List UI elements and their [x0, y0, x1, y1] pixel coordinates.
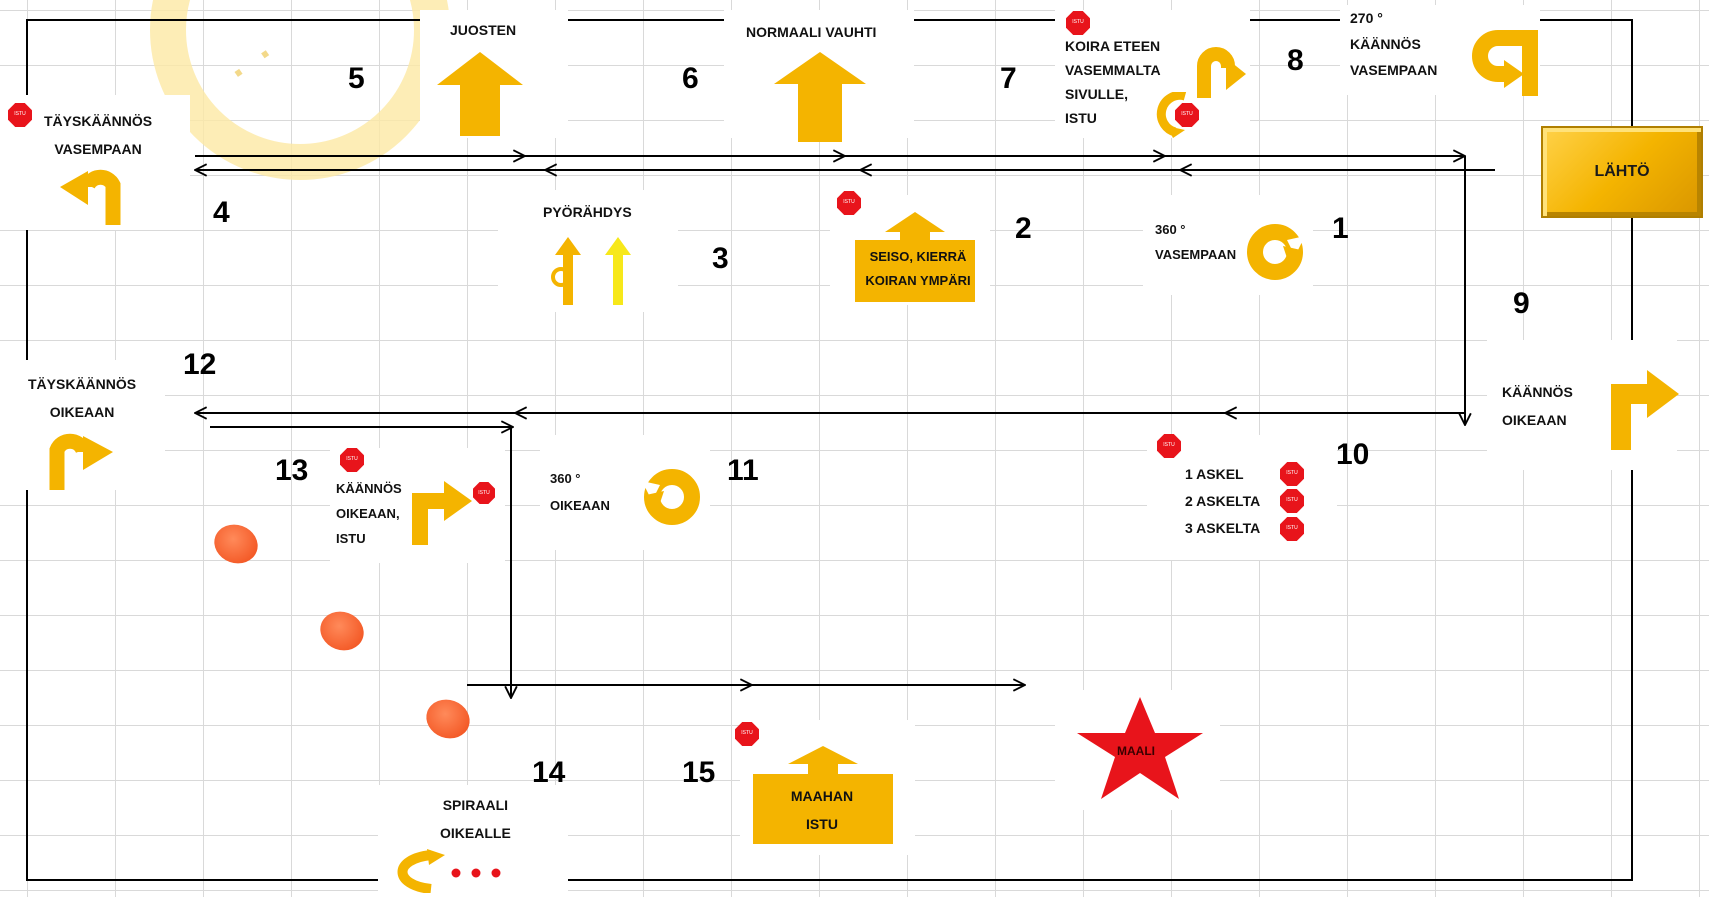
- sign-spin-label: PYÖRÄHDYS: [543, 204, 632, 220]
- sign-normal-pace: NORMAALI VAUHTI: [724, 10, 914, 142]
- station-number: 11: [727, 454, 759, 487]
- spin-arrows-icon: [551, 237, 631, 305]
- stop-sign-icon: ISTU: [1066, 11, 1090, 35]
- sign-360-left-label: 360 ° VASEMPAAN: [1155, 222, 1237, 262]
- sign-turn-right: KÄÄNNÖS OIKEAAN: [1487, 340, 1679, 470]
- finish-sign: [1055, 690, 1220, 810]
- stop-sign-icon: ISTU: [340, 448, 364, 472]
- sign-run: JUOSTEN: [420, 10, 568, 138]
- spiral-icon: [397, 849, 501, 893]
- sign-about-turn-right: TÄYSKÄÄNNÖS OIKEAAN: [0, 360, 165, 490]
- station-number: 6: [682, 62, 699, 95]
- station-number: 15: [682, 756, 716, 789]
- sign-down-sit: MAAHAN ISTU: [740, 720, 915, 855]
- u-turn-right-icon: [49, 433, 113, 490]
- sign-run-label: JUOSTEN: [450, 22, 517, 38]
- stop-sign-icon: ISTU: [1280, 517, 1304, 541]
- station-number: 9: [1513, 287, 1530, 320]
- sign-270-turn-left: 270 ° KÄÄNNÖS VASEMPAAN: [1340, 5, 1540, 96]
- up-arrow-icon: [774, 52, 866, 142]
- stop-sign-icon: ISTU: [8, 103, 32, 127]
- stop-sign-icon: ISTU: [1280, 462, 1304, 486]
- sign-about-turn-right-label: TÄYSKÄÄNNÖS OIKEAAN: [28, 376, 137, 420]
- sign-dog-front-left: KOIRA ETEEN VASEMMALTA SIVULLE, ISTU: [1055, 10, 1250, 138]
- sign-spiral-right: SPIRAALI OIKEALLE: [378, 785, 568, 897]
- station-number: 10: [1336, 438, 1370, 471]
- sign-270-turn-left-label: 270 ° KÄÄNNÖS VASEMPAAN: [1350, 10, 1438, 78]
- up-arrow-icon: [855, 212, 975, 302]
- sign-about-turn-left-label: TÄYSKÄÄNNÖS VASEMPAAN: [44, 113, 153, 157]
- rotate-right-icon: [642, 469, 700, 525]
- sign-down-sit-label: MAAHAN ISTU: [790, 788, 854, 832]
- start-label: LÄHTÖ: [1594, 163, 1650, 180]
- stop-sign-icon: ISTU: [837, 191, 861, 215]
- station-number: 5: [348, 62, 365, 95]
- sign-turn-right-label: KÄÄNNÖS OIKEAAN: [1502, 384, 1573, 428]
- sign-steps: 1 ASKEL 2 ASKELTA 3 ASKELTA: [1147, 435, 1337, 560]
- curved-arrow-icon: [1156, 92, 1187, 138]
- sign-360-left: 360 ° VASEMPAAN: [1143, 195, 1313, 295]
- sign-dog-front-left-label: KOIRA ETEEN VASEMMALTA SIVULLE, ISTU: [1065, 38, 1161, 126]
- station-number: 1: [1332, 212, 1349, 245]
- stop-sign-icon: ISTU: [735, 722, 759, 746]
- u-turn-left-icon: [60, 169, 121, 225]
- turn-270-icon: [1472, 30, 1538, 96]
- sign-steps-label: 1 ASKEL 2 ASKELTA 3 ASKELTA: [1185, 466, 1261, 536]
- stop-sign-icon: ISTU: [1157, 434, 1181, 458]
- station-number: 14: [532, 756, 566, 789]
- start-sign: LÄHTÖ: [1541, 126, 1703, 218]
- station-number: 4: [213, 196, 230, 229]
- station-number: 8: [1287, 44, 1304, 77]
- sign-stand-circle-dog: SEISO, KIERRÄ KOIRAN YMPÄRI: [830, 195, 990, 305]
- station-number: 2: [1015, 212, 1032, 245]
- station-number: 3: [712, 242, 729, 275]
- finish-label: MAALI: [1117, 744, 1155, 758]
- sign-normal-pace-label: NORMAALI VAUHTI: [746, 24, 877, 40]
- sign-turn-right-sit-label: KÄÄNNÖS OIKEAAN, ISTU: [336, 481, 402, 546]
- stop-sign-icon: ISTU: [473, 482, 495, 504]
- rotate-left-icon: [1247, 224, 1305, 280]
- sign-spin: PYÖRÄHDYS: [498, 190, 678, 312]
- turn-right-arrow-icon: [1197, 47, 1246, 98]
- sign-stand-circle-dog-label: SEISO, KIERRÄ KOIRAN YMPÄRI: [865, 249, 971, 288]
- stop-sign-icon: ISTU: [1175, 103, 1199, 127]
- sign-360-right-label: 360 ° OIKEAAN: [550, 471, 610, 513]
- turn-right-icon: [1611, 370, 1679, 450]
- up-arrow-icon: [753, 746, 893, 844]
- turn-right-icon: [412, 481, 472, 545]
- stop-sign-icon: ISTU: [1280, 489, 1304, 513]
- station-number: 7: [1000, 62, 1017, 95]
- up-arrow-icon: [437, 52, 523, 136]
- station-number: 13: [275, 454, 309, 487]
- route-lines: [195, 156, 1495, 698]
- star-icon: [1077, 697, 1203, 799]
- sign-360-right: 360 ° OIKEAAN: [540, 435, 710, 550]
- sign-spiral-right-label: SPIRAALI OIKEALLE: [440, 797, 511, 841]
- station-number: 12: [183, 348, 217, 381]
